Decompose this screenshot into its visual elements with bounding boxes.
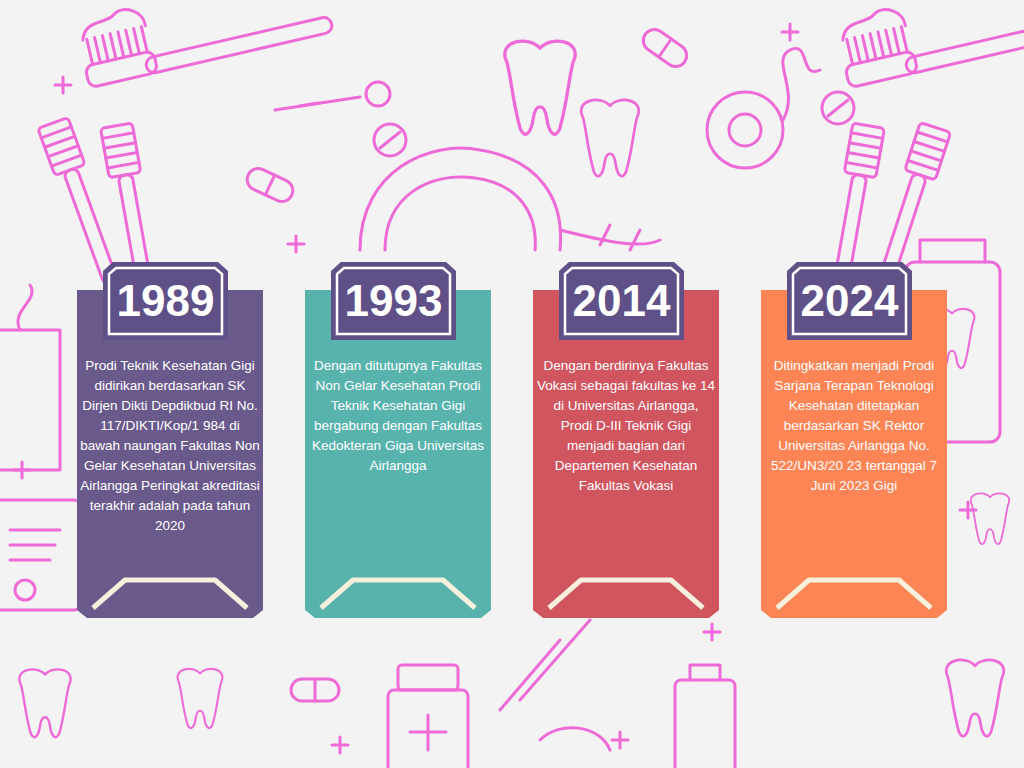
pill-icon (374, 124, 406, 156)
year-heading: 2024 (787, 262, 912, 340)
toothbrush-icon (500, 620, 610, 750)
card-body-text: Dengan berdirinya Fakultas Vokasi sebaga… (536, 356, 716, 496)
pill-icon (244, 165, 297, 205)
toothbrush-icon (74, 0, 333, 88)
card-chevron (777, 580, 931, 608)
pill-icon (291, 679, 339, 701)
year-heading: 1989 (103, 262, 228, 340)
dental-mirror-icon (275, 82, 390, 110)
card-chevron (321, 580, 475, 608)
toothpaste-icon (0, 285, 60, 470)
year-heading: 1993 (331, 262, 456, 340)
year-tab (103, 262, 228, 340)
card-body-text: Dengan ditutupnya Fakultas Non Gelar Kes… (308, 356, 488, 476)
card-body-text: Prodi Teknik Kesehatan Gigi didirikan be… (80, 356, 260, 536)
denture-icon (360, 148, 660, 250)
plus-sign (612, 732, 628, 748)
tooth-icon (581, 100, 639, 176)
medicine-bottle-icon (388, 665, 468, 768)
timeline-card: 1989Prodi Teknik Kesehatan Gigi didirika… (77, 262, 263, 618)
plus-sign (14, 462, 30, 478)
plus-sign (960, 502, 976, 518)
year-heading: 2014 (559, 262, 684, 340)
timeline-card: 2024Ditingkatkan menjadi Prodi Sarjana T… (761, 262, 947, 618)
plus-sign (704, 624, 720, 640)
timeline-card: 1993Dengan ditutupnya Fakultas Non Gelar… (305, 262, 491, 618)
year-tab (331, 262, 456, 340)
plus-sign (332, 737, 348, 753)
tooth-icon (971, 493, 1009, 544)
tooth-icon (505, 41, 575, 134)
plus-sign (782, 24, 798, 40)
toothbrush-icon (834, 0, 1024, 88)
monitor-icon (0, 500, 80, 610)
tooth-icon (19, 669, 70, 737)
tooth-icon (946, 660, 1004, 736)
tooth-icon (178, 669, 223, 728)
year-tab (559, 262, 684, 340)
pill-icon (639, 25, 691, 71)
plus-sign (55, 77, 71, 93)
plus-sign (288, 236, 304, 252)
card-chevron (549, 580, 703, 608)
card-chevron (93, 580, 247, 608)
floss-icon (707, 48, 820, 168)
pill-icon (822, 92, 854, 124)
toothpaste-icon (675, 665, 735, 768)
timeline-card: 2014Dengan berdirinya Fakultas Vokasi se… (533, 262, 719, 618)
card-body-text: Ditingkatkan menjadi Prodi Sarjana Terap… (764, 356, 944, 496)
year-tab (787, 262, 912, 340)
